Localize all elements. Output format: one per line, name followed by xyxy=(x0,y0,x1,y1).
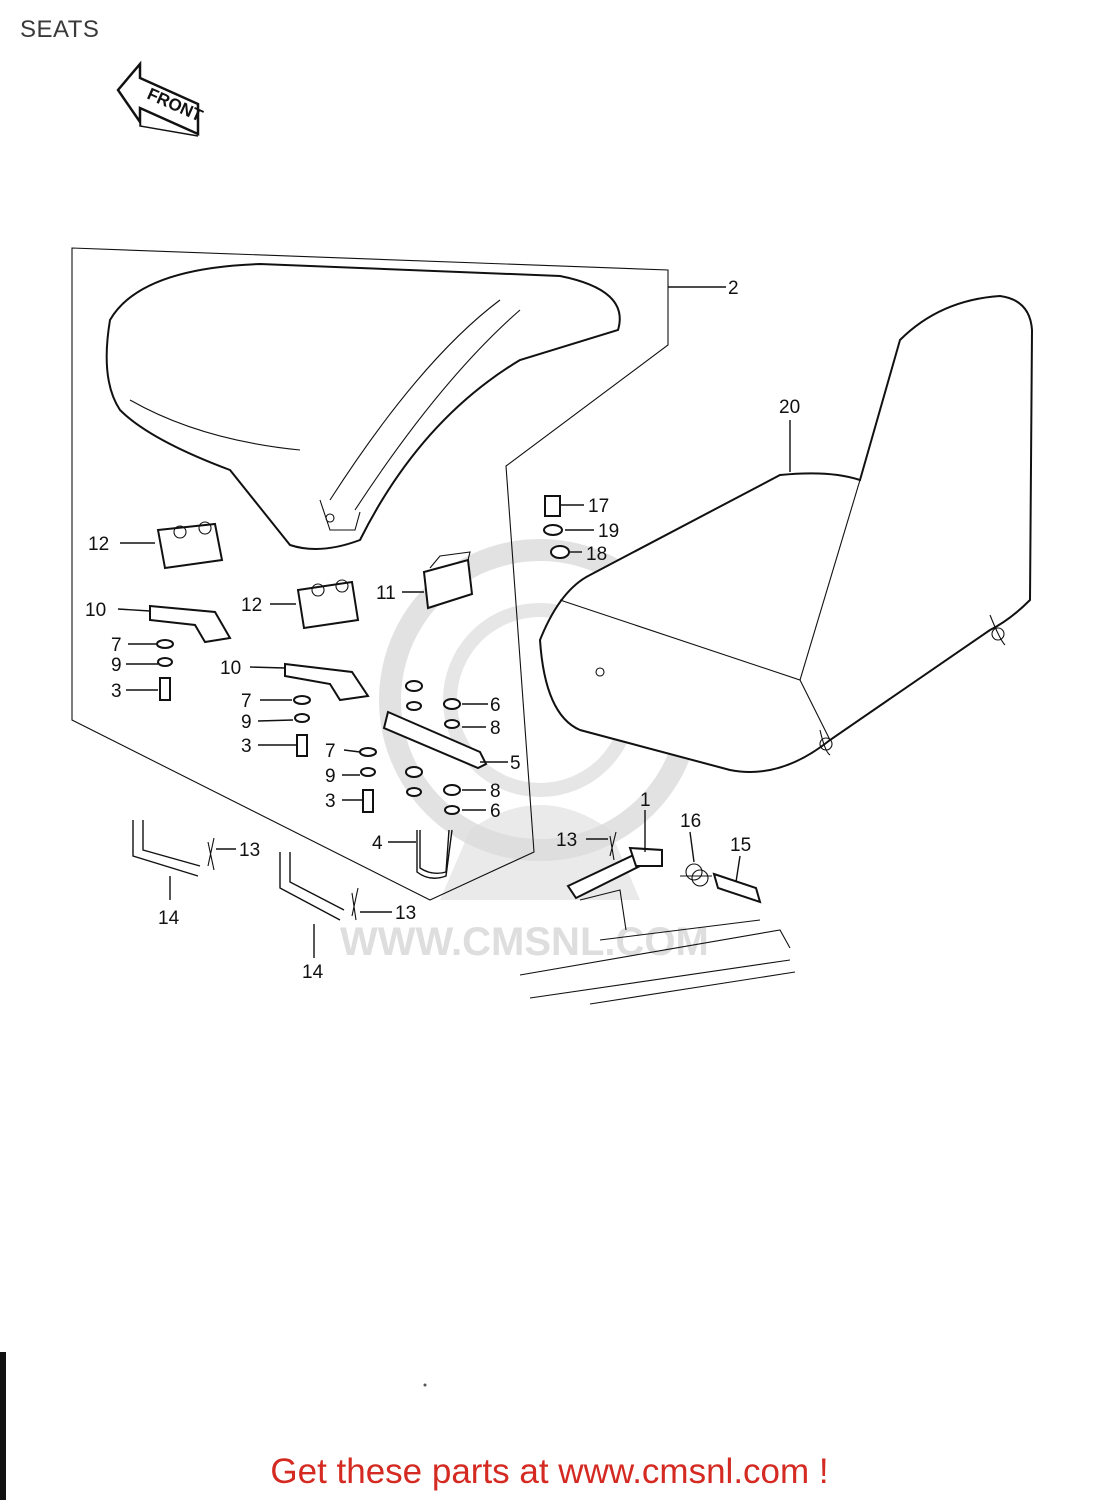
callout-3: 3 xyxy=(325,791,336,812)
callout-11: 11 xyxy=(376,583,396,604)
callout-17: 17 xyxy=(588,496,609,517)
callout-12: 12 xyxy=(241,595,262,616)
callout-4: 4 xyxy=(372,833,383,854)
callout-10: 10 xyxy=(220,658,241,679)
callout-15: 15 xyxy=(730,835,751,856)
callout-9: 9 xyxy=(111,655,122,676)
hardware-parts xyxy=(132,495,796,1005)
callout-8: 8 xyxy=(490,781,501,802)
callout-3: 3 xyxy=(111,681,122,702)
callout-labels: 2 20 12 12 11 10 10 7 9 3 7 9 3 7 9 3 6 … xyxy=(85,278,800,983)
callout-13: 13 xyxy=(556,830,577,851)
get-parts-link[interactable]: Get these parts at www.cmsnl.com ! xyxy=(270,1452,829,1491)
margin-bar xyxy=(0,1352,6,1500)
callout-9: 9 xyxy=(325,766,336,787)
callout-14: 14 xyxy=(158,908,180,929)
callout-13: 13 xyxy=(239,840,260,861)
callout-18: 18 xyxy=(586,544,607,565)
watermark-text: WWW.CMSNL.COM xyxy=(340,920,709,964)
callout-1: 1 xyxy=(640,790,651,811)
callout-16: 16 xyxy=(680,811,701,832)
callout-7: 7 xyxy=(241,691,252,712)
callout-10: 10 xyxy=(85,600,106,621)
page-title: SEATS xyxy=(20,16,100,43)
front-arrow: FRONT xyxy=(116,60,206,137)
callout-7: 7 xyxy=(325,741,336,762)
speck xyxy=(423,1383,427,1387)
callout-6: 6 xyxy=(490,801,501,822)
callout-3: 3 xyxy=(241,736,252,757)
group-frame xyxy=(71,247,669,901)
callout-20: 20 xyxy=(779,397,800,418)
dual-seat xyxy=(105,262,621,550)
callout-8: 8 xyxy=(490,718,501,739)
callout-14: 14 xyxy=(302,962,324,983)
callout-7: 7 xyxy=(111,635,122,656)
callout-13: 13 xyxy=(395,903,416,924)
callout-6: 6 xyxy=(490,695,501,716)
callout-2: 2 xyxy=(728,278,739,299)
single-seat xyxy=(538,294,1034,773)
callout-5: 5 xyxy=(510,753,521,774)
callout-9: 9 xyxy=(241,712,252,733)
leader-lines xyxy=(117,286,791,958)
callout-19: 19 xyxy=(598,521,619,542)
callout-12: 12 xyxy=(88,534,109,555)
